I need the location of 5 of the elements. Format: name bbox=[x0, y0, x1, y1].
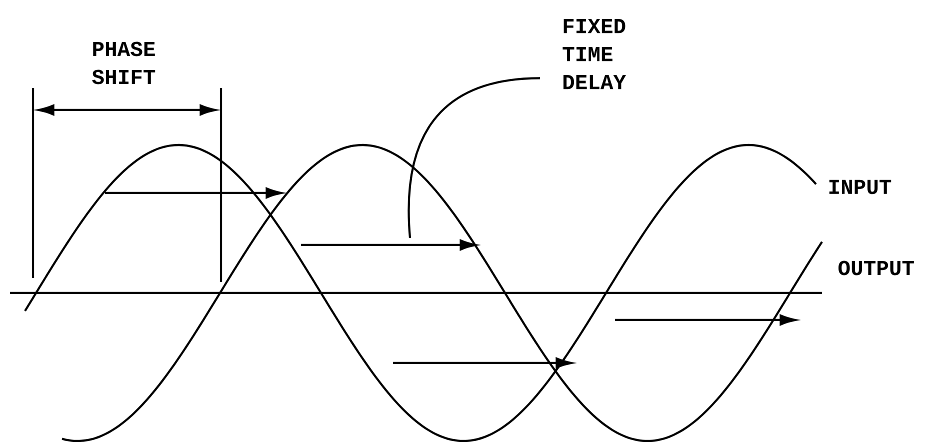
label-text: OUTPUT bbox=[838, 260, 914, 276]
label-text: INPUT bbox=[829, 180, 892, 194]
annotation-text: FIXED TIME DELAY bbox=[562, 19, 626, 90]
leader-line bbox=[408, 77, 540, 238]
label-text: PHASE SHIFT bbox=[92, 42, 156, 84]
